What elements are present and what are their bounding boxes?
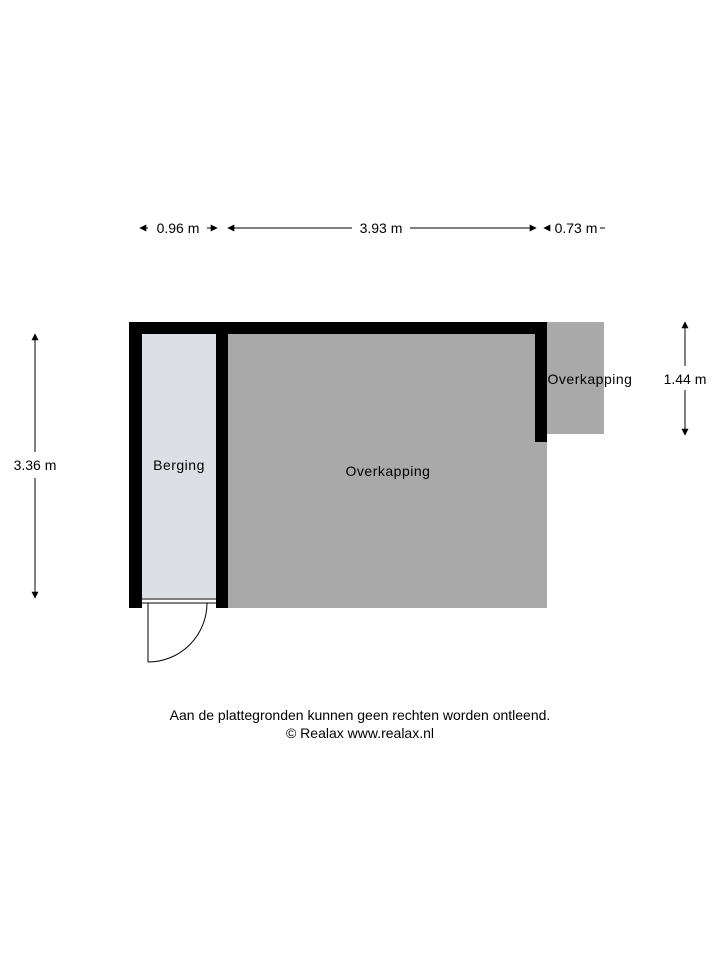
wall-top	[129, 322, 547, 334]
room-label-main-canopy: Overkapping	[346, 463, 431, 479]
footer-disclaimer: Aan de plattegronden kunnen geen rechten…	[169, 707, 551, 723]
storage-floor	[141, 333, 216, 598]
dimension-top-left: 0.96 m	[139, 220, 218, 236]
dimension-left-height: 3.36 m	[14, 333, 57, 599]
dimension-top-middle: 3.93 m	[227, 220, 537, 236]
wall-right-partial	[535, 322, 547, 442]
main-canopy-floor	[228, 333, 547, 608]
room-label-storage: Berging	[153, 457, 205, 473]
wall-left	[129, 322, 142, 608]
dimension-right-height: 1.44 m	[664, 321, 707, 436]
dimension-label-top-middle: 3.93 m	[360, 220, 403, 236]
dimension-top-right: 0.73 m	[543, 220, 605, 236]
wall-divider	[216, 322, 228, 608]
dimension-label-top-right: 0.73 m	[555, 220, 598, 236]
door	[142, 598, 216, 663]
side-canopy-floor	[546, 322, 604, 434]
dimension-label-left-height: 3.36 m	[14, 457, 57, 473]
room-label-side-canopy: Overkapping	[548, 371, 633, 387]
dimension-label-right-height: 1.44 m	[664, 371, 707, 387]
footer-copyright: © Realax www.realax.nl	[285, 725, 435, 741]
dimension-label-top-left: 0.96 m	[157, 220, 200, 236]
